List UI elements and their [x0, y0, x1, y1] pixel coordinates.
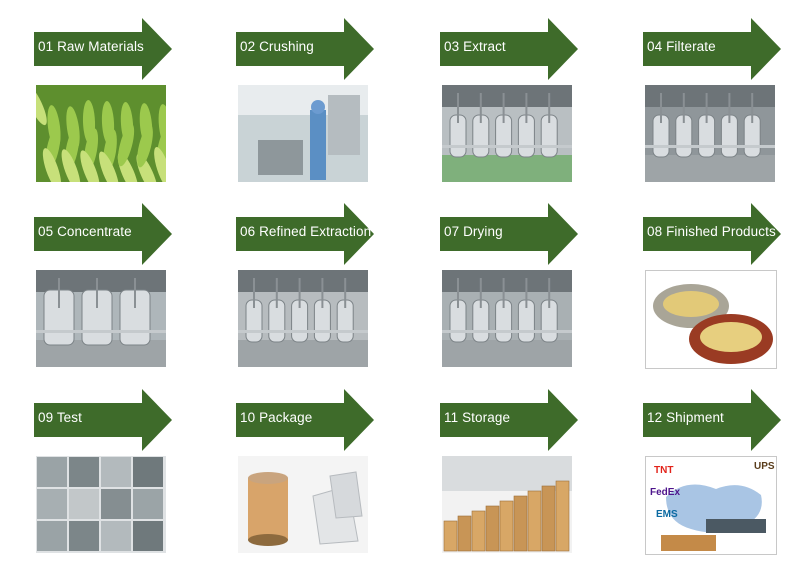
tea-leaves-photo [36, 85, 166, 182]
step-label: 11 Storage [444, 410, 511, 425]
step-arrow: 10 Package [236, 389, 374, 451]
process-step: 01 Raw Materials [34, 18, 194, 188]
step-arrow: 08 Finished Products [643, 203, 781, 265]
process-step: 10 Package [236, 389, 396, 559]
warehouse-cartons-photo [442, 456, 572, 553]
step-label: 08 Finished Products [647, 224, 776, 239]
step-label: 06 Refined Extraction [240, 224, 372, 239]
step-label: 02 Crushing [240, 39, 314, 54]
step-label: 05 Concentrate [38, 224, 132, 239]
refining-equipment-photo [238, 270, 368, 367]
concentration-tanks-photo [36, 270, 166, 367]
drum-and-bags-photo [238, 456, 368, 553]
powder-bowls-photo [645, 270, 777, 369]
step-arrow: 02 Crushing [236, 18, 374, 80]
shipping-logo-text: UPS [754, 461, 775, 472]
shipping-logo-text: FedEx [650, 487, 680, 498]
step-label: 12 Shipment [647, 410, 724, 425]
step-arrow: 06 Refined Extraction [236, 203, 374, 265]
filtration-equipment-photo [645, 85, 775, 182]
process-step: 11 Storage [440, 389, 600, 559]
laboratory-collage-photo [36, 456, 166, 553]
step-arrow: 03 Extract [440, 18, 578, 80]
step-label: 10 Package [240, 410, 313, 425]
step-arrow: 04 Filterate [643, 18, 781, 80]
process-step: 07 Drying [440, 203, 600, 373]
shipping-logo-text: EMS [656, 509, 678, 520]
step-arrow: 05 Concentrate [34, 203, 172, 265]
step-arrow: 09 Test [34, 389, 172, 451]
step-arrow: 07 Drying [440, 203, 578, 265]
step-arrow: 12 Shipment [643, 389, 781, 451]
process-step: 06 Refined Extraction [236, 203, 396, 373]
step-label: 09 Test [38, 410, 82, 425]
drying-equipment-photo [442, 270, 572, 367]
step-label: 04 Filterate [647, 39, 716, 54]
shipping-logo-text: TNT [654, 465, 673, 476]
process-step: 05 Concentrate [34, 203, 194, 373]
step-label: 01 Raw Materials [38, 39, 144, 54]
process-step: 09 Test [34, 389, 194, 559]
extraction-tanks-photo [442, 85, 572, 182]
process-step: 03 Extract [440, 18, 600, 188]
step-arrow: 01 Raw Materials [34, 18, 172, 80]
process-step: 04 Filterate [643, 18, 803, 188]
step-label: 03 Extract [444, 39, 506, 54]
step-label: 07 Drying [444, 224, 503, 239]
process-step: 08 Finished Products [643, 203, 803, 373]
step-arrow: 11 Storage [440, 389, 578, 451]
process-step: 02 Crushing [236, 18, 396, 188]
crushing-machine-photo [238, 85, 368, 182]
